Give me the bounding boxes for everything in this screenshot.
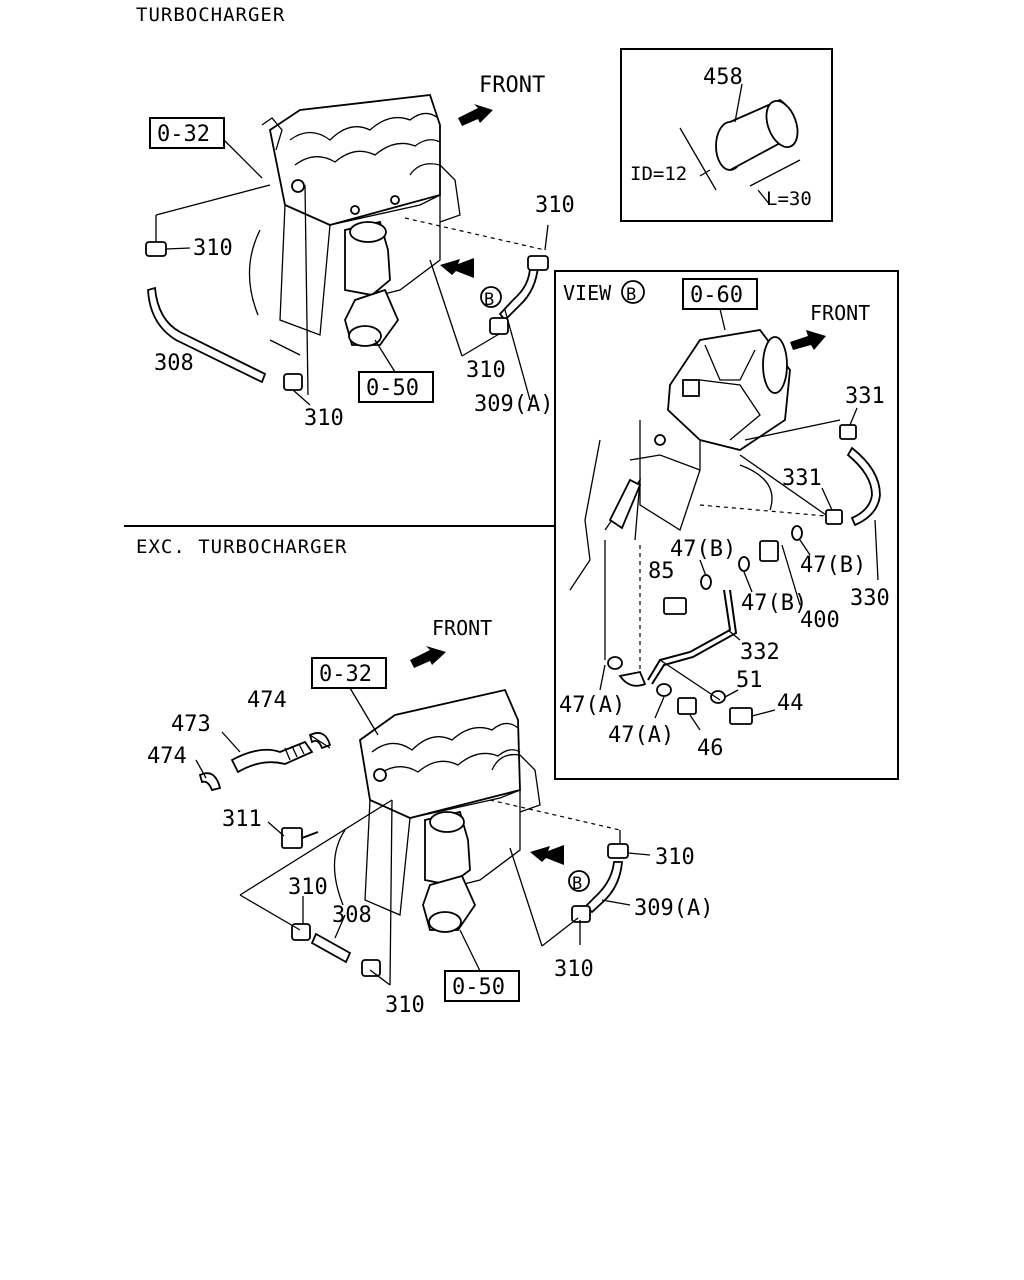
bottom-ref-0-32: 0-32 [319, 662, 372, 687]
view-label-47a-a: 47(A) [559, 693, 625, 718]
view-label-44: 44 [777, 691, 804, 716]
view-label-47b-a: 47(B) [670, 537, 736, 562]
top-engine-illustration [248, 94, 461, 347]
bottom-bolt-311 [281, 827, 319, 849]
view-b-front-label: FRONT [810, 301, 870, 325]
bottom-hose-308 [310, 932, 352, 964]
top-label-310-a: 310 [193, 236, 233, 261]
bottom-clamps [291, 843, 629, 977]
view-label-47a-b: 47(A) [608, 723, 674, 748]
view-label-331-a: 331 [845, 384, 885, 409]
view-label-400: 400 [800, 608, 840, 633]
section-title-turbocharger: TURBOCHARGER [136, 4, 285, 26]
top-hose-309a [498, 265, 539, 322]
bottom-label-310-c: 310 [554, 957, 594, 982]
bottom-label-474-a: 474 [247, 688, 287, 713]
top-ref-box-0-32 [149, 117, 225, 149]
top-ref-box-0-50 [358, 371, 434, 403]
top-hose-308 [147, 286, 267, 384]
bottom-label-309a: 309(A) [634, 896, 713, 921]
inset-hose-458 [715, 98, 799, 171]
view-b-direction-arrow [790, 330, 826, 350]
inset-id-label: ID=12 [630, 163, 687, 185]
top-leader-lines [155, 184, 549, 406]
bottom-label-308: 308 [332, 903, 372, 928]
top-marker-circle-b [480, 286, 502, 308]
top-direction-arrow-front [458, 104, 493, 126]
view-b-leader-lines [599, 407, 879, 731]
view-label-330: 330 [850, 586, 890, 611]
view-label-85: 85 [648, 559, 675, 584]
top-label-310-c: 310 [466, 358, 506, 383]
view-ref-box-0-60 [682, 278, 758, 310]
view-b-marker-circle [621, 280, 645, 304]
bottom-marker-circle-b [568, 870, 590, 892]
view-ref-0-60: 0-60 [690, 283, 743, 308]
inset-length-label: L=30 [766, 188, 812, 210]
bottom-label-473: 473 [171, 712, 211, 737]
bottom-direction-arrow-b [530, 845, 564, 865]
top-ref-0-32: 0-32 [157, 122, 210, 147]
view-b-marker: B [626, 285, 636, 305]
view-label-47b-c: 47(B) [741, 591, 807, 616]
top-marker-b: B [484, 290, 494, 310]
view-label-331-b: 331 [782, 466, 822, 491]
top-label-309a: 309(A) [474, 392, 553, 417]
top-ref-0-50: 0-50 [366, 376, 419, 401]
view-b-title: VIEW [563, 281, 612, 305]
view-label-47b-b: 47(B) [800, 553, 866, 578]
bottom-ref-box-0-32 [311, 657, 387, 689]
bottom-ref-box-0-50 [444, 970, 520, 1002]
top-label-310-d: 310 [304, 406, 344, 431]
section-title-exc-turbocharger: EXC. TURBOCHARGER [136, 536, 347, 558]
bottom-marker-b: B [572, 874, 582, 894]
top-front-label: FRONT [479, 73, 545, 98]
view-b-hose-330 [846, 446, 881, 527]
bottom-label-474-b: 474 [147, 744, 187, 769]
view-b-pipe-332 [618, 589, 738, 687]
bottom-label-310-b: 310 [385, 993, 425, 1018]
bottom-ref-0-50: 0-50 [452, 975, 505, 1000]
bottom-front-label: FRONT [432, 616, 492, 640]
bottom-engine-illustration [333, 688, 541, 933]
view-label-46: 46 [697, 736, 724, 761]
bottom-direction-arrow-front [410, 646, 446, 668]
bottom-label-311: 311 [222, 807, 262, 832]
view-label-332: 332 [740, 640, 780, 665]
bottom-hose-309a [584, 861, 623, 914]
view-label-51: 51 [736, 668, 763, 693]
view-b-pump-illustration [569, 329, 791, 591]
bottom-label-310-d: 310 [655, 845, 695, 870]
top-direction-arrow-b [440, 258, 474, 278]
bottom-leader-lines [195, 731, 651, 986]
bottom-label-310-a: 310 [288, 875, 328, 900]
top-label-308: 308 [154, 351, 194, 376]
view-b-fittings [607, 424, 857, 725]
inset-part-458: 458 [703, 65, 743, 90]
bottom-hose-473 [230, 740, 314, 774]
top-label-310-b: 310 [535, 193, 575, 218]
